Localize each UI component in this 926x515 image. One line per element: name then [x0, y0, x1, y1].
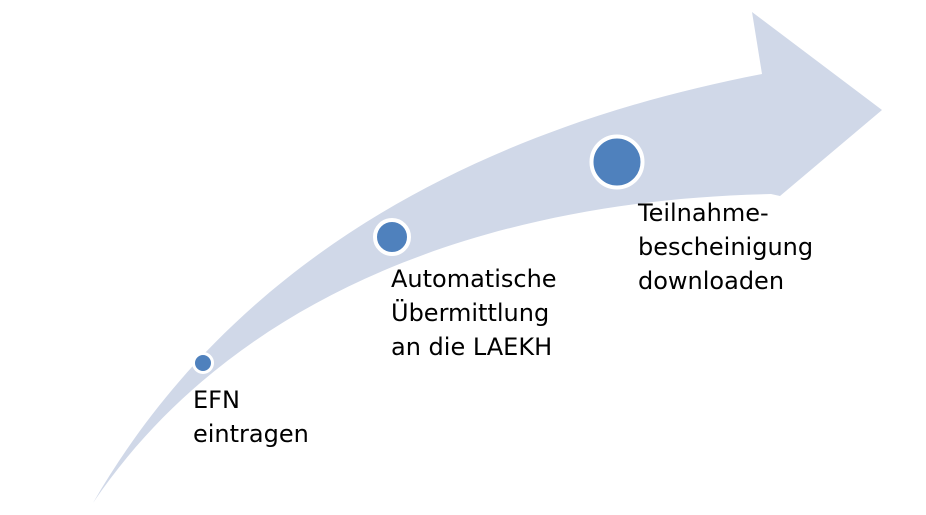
step-label-line: bescheinigung	[638, 233, 814, 261]
step-marker-2	[373, 218, 411, 256]
step-marker-1	[192, 352, 214, 374]
step-label-line: eintragen	[193, 420, 309, 448]
step-label-efn-eintragen: EFN eintragen	[193, 383, 309, 451]
step-label-line: EFN	[193, 386, 240, 414]
step-label-line: Übermittlung	[391, 299, 550, 327]
step-label-line: an die LAEKH	[391, 333, 553, 361]
step-label-line: Teilnahme-	[638, 199, 769, 227]
step-label-line: downloaden	[638, 267, 785, 295]
step-label-teilnahmebescheinigung: Teilnahme- bescheinigung downloaden	[638, 196, 813, 298]
step-label-line: Automatische	[391, 265, 557, 293]
step-label-automatische-uebermittlung: Automatische Übermittlung an die LAEKH	[391, 262, 557, 364]
curved-arrow-shape	[93, 12, 882, 503]
step-marker-3	[589, 134, 645, 190]
